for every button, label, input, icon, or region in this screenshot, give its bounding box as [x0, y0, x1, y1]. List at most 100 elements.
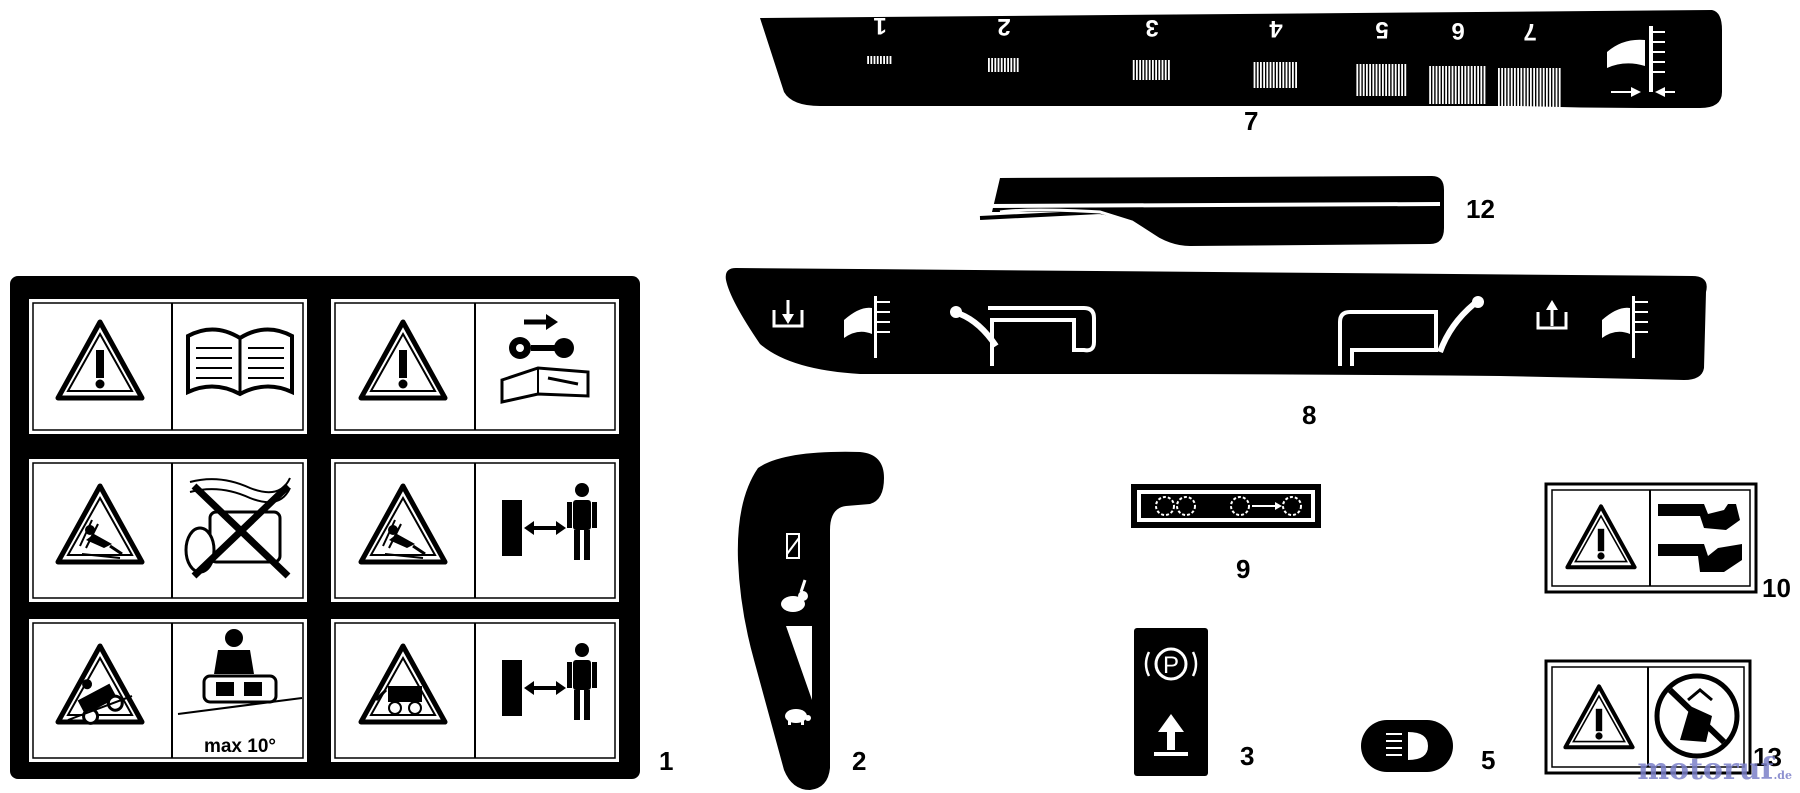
- height-tick: [1504, 68, 1507, 112]
- foot-pedal-icon: [1658, 504, 1742, 572]
- height-tick: [883, 56, 885, 64]
- height-tick: [1010, 58, 1013, 72]
- height-tick: [1016, 58, 1019, 72]
- panel-thrown-objects-bag: [27, 457, 309, 604]
- height-tick: [1013, 58, 1016, 72]
- deck-lower-icon: [772, 300, 804, 328]
- callout-2: 2: [852, 746, 867, 776]
- height-tick: [1269, 62, 1272, 88]
- height-tick: [1451, 66, 1454, 104]
- height-tick: [1510, 68, 1513, 112]
- height-tick: [870, 56, 873, 64]
- read-manual-icon: [186, 327, 294, 397]
- height-tick: [988, 58, 990, 72]
- max-slope-label: max 10°: [204, 736, 276, 757]
- height-tick: [1533, 68, 1535, 112]
- height-tick: [1007, 58, 1009, 72]
- watermark-logo: motoruf.de: [1637, 752, 1792, 787]
- height-tick: [1145, 60, 1148, 80]
- height-tick: [1276, 62, 1278, 88]
- height-tick: [1256, 62, 1259, 88]
- max-slope-icon: [177, 629, 303, 715]
- panel-thrown-objects-distance: [329, 457, 621, 604]
- height-tick: [1260, 62, 1262, 88]
- gears-engaged-icon: [1155, 496, 1196, 516]
- panel-remove-key: [329, 297, 621, 436]
- height-tick: [1467, 66, 1470, 104]
- height-tick: [1530, 68, 1532, 112]
- height-tick: [1514, 68, 1516, 112]
- park-symbol: P: [1163, 652, 1179, 679]
- height-tick: [1388, 64, 1391, 96]
- height-tick: [1507, 68, 1510, 112]
- height-tick: [1536, 68, 1539, 112]
- speed-wedge: [786, 626, 812, 700]
- callout-8: 8: [1302, 400, 1317, 430]
- height-tick: [1161, 60, 1164, 80]
- callout-3: 3: [1240, 741, 1255, 771]
- height-tick: [1378, 64, 1381, 96]
- height-tick: [1523, 68, 1526, 112]
- push-up-arrow-icon: [1154, 714, 1188, 756]
- callout-7: 7: [1244, 106, 1259, 136]
- height-tick: [876, 56, 879, 64]
- height-tick: [1266, 62, 1269, 88]
- blade-contact-warning-icon: [361, 646, 445, 722]
- height-tick: [1549, 68, 1551, 112]
- headlight-icon: [1386, 732, 1428, 760]
- height-tick: [1454, 66, 1457, 104]
- height-gauge-icon: [1607, 26, 1675, 97]
- height-tick: [1477, 66, 1479, 104]
- height-tick: [1517, 68, 1519, 112]
- height-number-1: 1: [873, 12, 886, 39]
- height-tick: [1391, 64, 1394, 96]
- height-tick: [1458, 66, 1460, 104]
- height-tick: [1539, 68, 1542, 112]
- height-number-3: 3: [1145, 14, 1158, 41]
- height-tick: [1272, 62, 1275, 88]
- height-tick: [1369, 64, 1371, 96]
- fast-rabbit-icon: [781, 579, 808, 612]
- height-tick: [1448, 66, 1451, 104]
- height-tick: [1375, 64, 1378, 96]
- height-number-2: 2: [997, 13, 1010, 40]
- decal-2-throttle: [737, 451, 884, 790]
- decal-1-safety-panel: max 10°: [10, 276, 640, 779]
- height-tick: [994, 58, 997, 72]
- height-tick: [1438, 66, 1441, 104]
- panel-blade-distance: [329, 617, 621, 764]
- height-tick: [1429, 66, 1431, 104]
- height-tick: [886, 56, 889, 64]
- height-tick: [1552, 68, 1555, 112]
- height-tick: [1164, 60, 1167, 80]
- height-tick: [889, 56, 892, 64]
- height-tick: [1404, 64, 1407, 96]
- height-tick: [1398, 64, 1400, 96]
- height-tick: [1401, 64, 1403, 96]
- height-tick: [997, 58, 1000, 72]
- height-tick: [1546, 68, 1548, 112]
- height-tick: [880, 56, 882, 64]
- height-tick: [1483, 66, 1486, 104]
- no-discharge-without-bag-icon: [184, 477, 291, 579]
- callout-10: 10: [1762, 573, 1791, 603]
- height-tick: [1356, 64, 1359, 96]
- lift-lever-left-icon: [950, 306, 1096, 366]
- rollover-warning-icon: [58, 646, 142, 725]
- height-tick: [1282, 62, 1285, 88]
- callout-1: 1: [659, 746, 674, 776]
- remove-key-manual-icon: [500, 314, 590, 404]
- watermark-tld: .de: [1773, 769, 1792, 782]
- panel-read-manual: [27, 297, 309, 436]
- height-tick: [1279, 62, 1281, 88]
- height-tick: [1004, 58, 1006, 72]
- height-tick: [1148, 60, 1151, 80]
- height-tick: [1461, 66, 1463, 104]
- height-tick: [867, 56, 869, 64]
- height-tick: [1445, 66, 1447, 104]
- choke-icon: [786, 533, 800, 559]
- height-tick: [1152, 60, 1154, 80]
- height-tick: [1526, 68, 1529, 112]
- callout-13: 13: [1753, 742, 1782, 772]
